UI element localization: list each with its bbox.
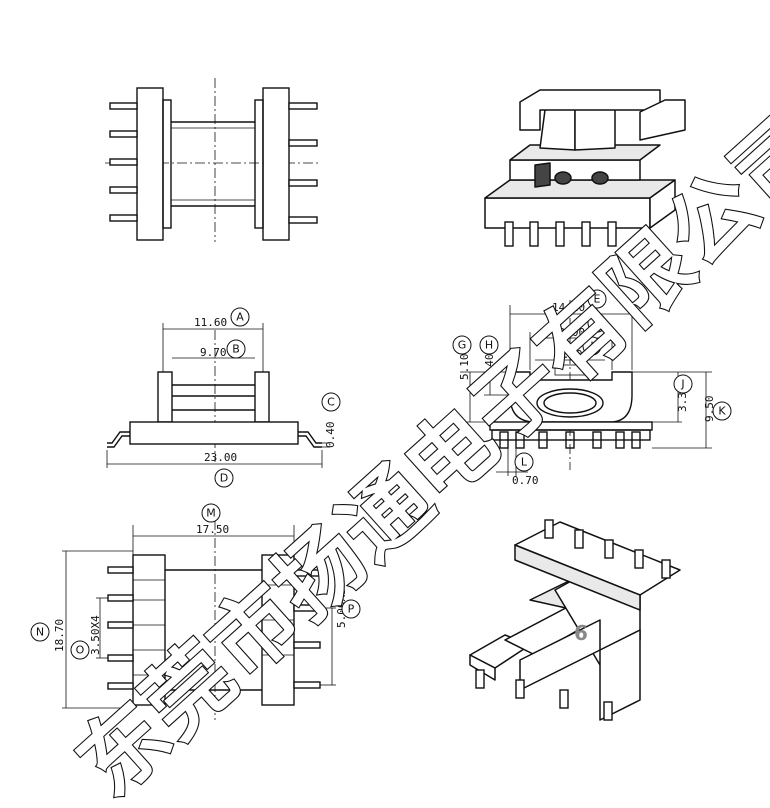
dim-M-label: M (206, 507, 216, 520)
bottom-view: 17.50 M 18.70 N (30, 503, 361, 720)
dim-A-value: 11.60 (194, 316, 227, 329)
dim-O-value: 3.50X4 (89, 615, 102, 655)
end-view: 14.20 E 10.00 F 8.40 I 5.10 (452, 289, 732, 487)
figure-number: 6 (574, 621, 588, 645)
dim-C-value: 0.40 (324, 422, 337, 449)
dim-L-value: 0.70 (512, 474, 539, 487)
top-view (105, 78, 320, 242)
dim-F-value: 10.00 (552, 326, 585, 339)
dim-H-value: 3.40 (483, 354, 496, 381)
dim-I-value: 8.40 (556, 348, 583, 361)
dim-K-label: K (718, 405, 726, 418)
dim-B-label: B (232, 343, 240, 356)
dim-A-label: A (236, 311, 244, 324)
dim-N-label: N (36, 626, 44, 639)
dim-O-label: O (76, 644, 85, 657)
dim-C-label: C (327, 396, 335, 409)
dim-I-label: I (590, 340, 593, 353)
dim-D-label: D (220, 472, 228, 485)
dim-H-label: H (485, 339, 493, 352)
dim-L-label: L (521, 456, 528, 469)
dim-N-value: 18.70 (53, 619, 66, 652)
dim-G-label: G (458, 339, 467, 352)
dim-P-value: 5.00X3 (335, 588, 348, 628)
dim-G-value: 5.10 (458, 354, 471, 381)
isometric-view-top (484, 89, 686, 247)
isometric-view-bottom: 6 (469, 519, 681, 721)
dim-M-value: 17.50 (196, 523, 229, 536)
dim-E-value: 14.20 (552, 301, 585, 314)
dim-F-label: F (594, 317, 600, 330)
dim-J-label: J (680, 378, 684, 391)
dim-B-value: 9.70 (200, 346, 227, 359)
side-view: 11.60 A 9.70 B 0.40 C 23.00 D (106, 307, 341, 488)
dim-E-label: E (594, 293, 601, 306)
dim-K-value: 9.50 (703, 396, 716, 423)
dim-P-label: P (348, 603, 355, 616)
company-watermark: 东莞市扬通电子有限公司 (59, 94, 770, 808)
dim-D-value: 23.00 (204, 451, 237, 464)
